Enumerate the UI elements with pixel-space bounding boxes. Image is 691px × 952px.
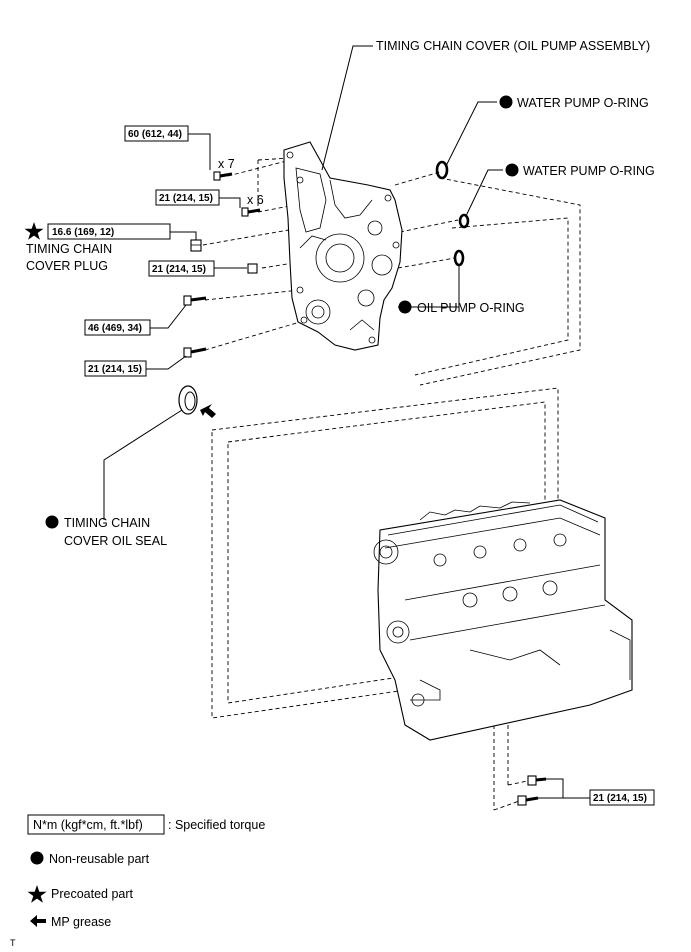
legend-specified-torque: N*m (kgf*cm, ft.*lbf) : Specified torque [27, 814, 265, 835]
svg-text:21 (214, 15): 21 (214, 15) [159, 193, 213, 204]
non-reusable-icon [505, 163, 519, 177]
water-pump-oring-1-label: WATER PUMP O-RING [517, 96, 649, 110]
leader-lines [103, 45, 590, 799]
bolt-21-lower [183, 347, 207, 358]
torque-box-1: 60 (612, 44) [124, 125, 189, 142]
oil-seal-part [178, 385, 198, 415]
torque-box-2: 21 (214, 15) [155, 189, 220, 206]
timing-chain-cover-plug-bolt [190, 239, 202, 252]
bolt-x6 [241, 207, 261, 217]
bolt-block-2 [517, 795, 539, 806]
bolt-small-flange [247, 263, 258, 274]
bolt-x7 [213, 171, 233, 181]
oil-seal-label-2: COVER OIL SEAL [64, 534, 167, 548]
legend-mp-grease-text: MP grease [51, 915, 111, 929]
mp-grease-arrow-icon [200, 404, 216, 418]
svg-text:21 (214, 15): 21 (214, 15) [593, 793, 647, 804]
timing-chain-cover-part [283, 141, 403, 351]
water-pump-oring-1 [435, 160, 449, 180]
svg-text:46 (469, 34): 46 (469, 34) [88, 323, 142, 334]
torque-box-7: 21 (214, 15) [589, 789, 655, 806]
torque-box-6: 21 (214, 15) [84, 360, 147, 377]
legend-non-reusable-text: Non-reusable part [49, 852, 150, 866]
quantity-x6: x 6 [247, 193, 264, 207]
timing-chain-cover-plug-label-2: COVER PLUG [26, 259, 108, 273]
legend-precoated: Precoated part [27, 885, 134, 903]
star-icon [27, 885, 47, 903]
legend-torque-box-text: N*m (kgf*cm, ft.*lbf) [33, 818, 143, 832]
svg-text:21 (214, 15): 21 (214, 15) [152, 264, 206, 275]
oil-seal-label-1: TIMING CHAIN [64, 516, 150, 530]
oil-pump-oring-label: OIL PUMP O-RING [417, 301, 525, 315]
legend-mp-grease: MP grease [30, 915, 111, 929]
legend-torque-desc: : Specified torque [168, 818, 265, 832]
legend-non-reusable: Non-reusable part [30, 851, 150, 866]
non-reusable-icon [398, 300, 412, 314]
water-pump-oring-2 [458, 213, 470, 229]
svg-text:16.6 (169, 12): 16.6 (169, 12) [52, 227, 114, 238]
torque-box-5: 46 (469, 34) [84, 319, 151, 336]
bolt-block-1 [527, 775, 547, 786]
quantity-x7: x 7 [218, 157, 235, 171]
timing-chain-cover-label: TIMING CHAIN COVER (OIL PUMP ASSEMBLY) [376, 39, 650, 53]
arrow-left-icon [30, 915, 46, 927]
non-reusable-icon [45, 515, 59, 529]
legend-precoated-text: Precoated part [51, 887, 134, 901]
svg-text:60 (612, 44): 60 (612, 44) [128, 129, 182, 140]
corner-mark: T [10, 938, 16, 948]
oil-pump-oring [453, 249, 465, 267]
svg-text:21 (214, 15): 21 (214, 15) [88, 364, 142, 375]
water-pump-oring-2-label: WATER PUMP O-RING [523, 164, 655, 178]
bolt-46 [183, 295, 207, 306]
torque-box-4: 21 (214, 15) [148, 260, 215, 277]
engine-block-part [373, 499, 633, 741]
precoated-star-icon [24, 222, 44, 240]
legend: N*m (kgf*cm, ft.*lbf) : Specified torque… [27, 814, 265, 929]
torque-box-3: 16.6 (169, 12) [47, 223, 171, 240]
non-reusable-icon [499, 95, 513, 109]
timing-chain-cover-plug-label-1: TIMING CHAIN [26, 242, 112, 256]
filled-circle-icon [30, 851, 44, 865]
